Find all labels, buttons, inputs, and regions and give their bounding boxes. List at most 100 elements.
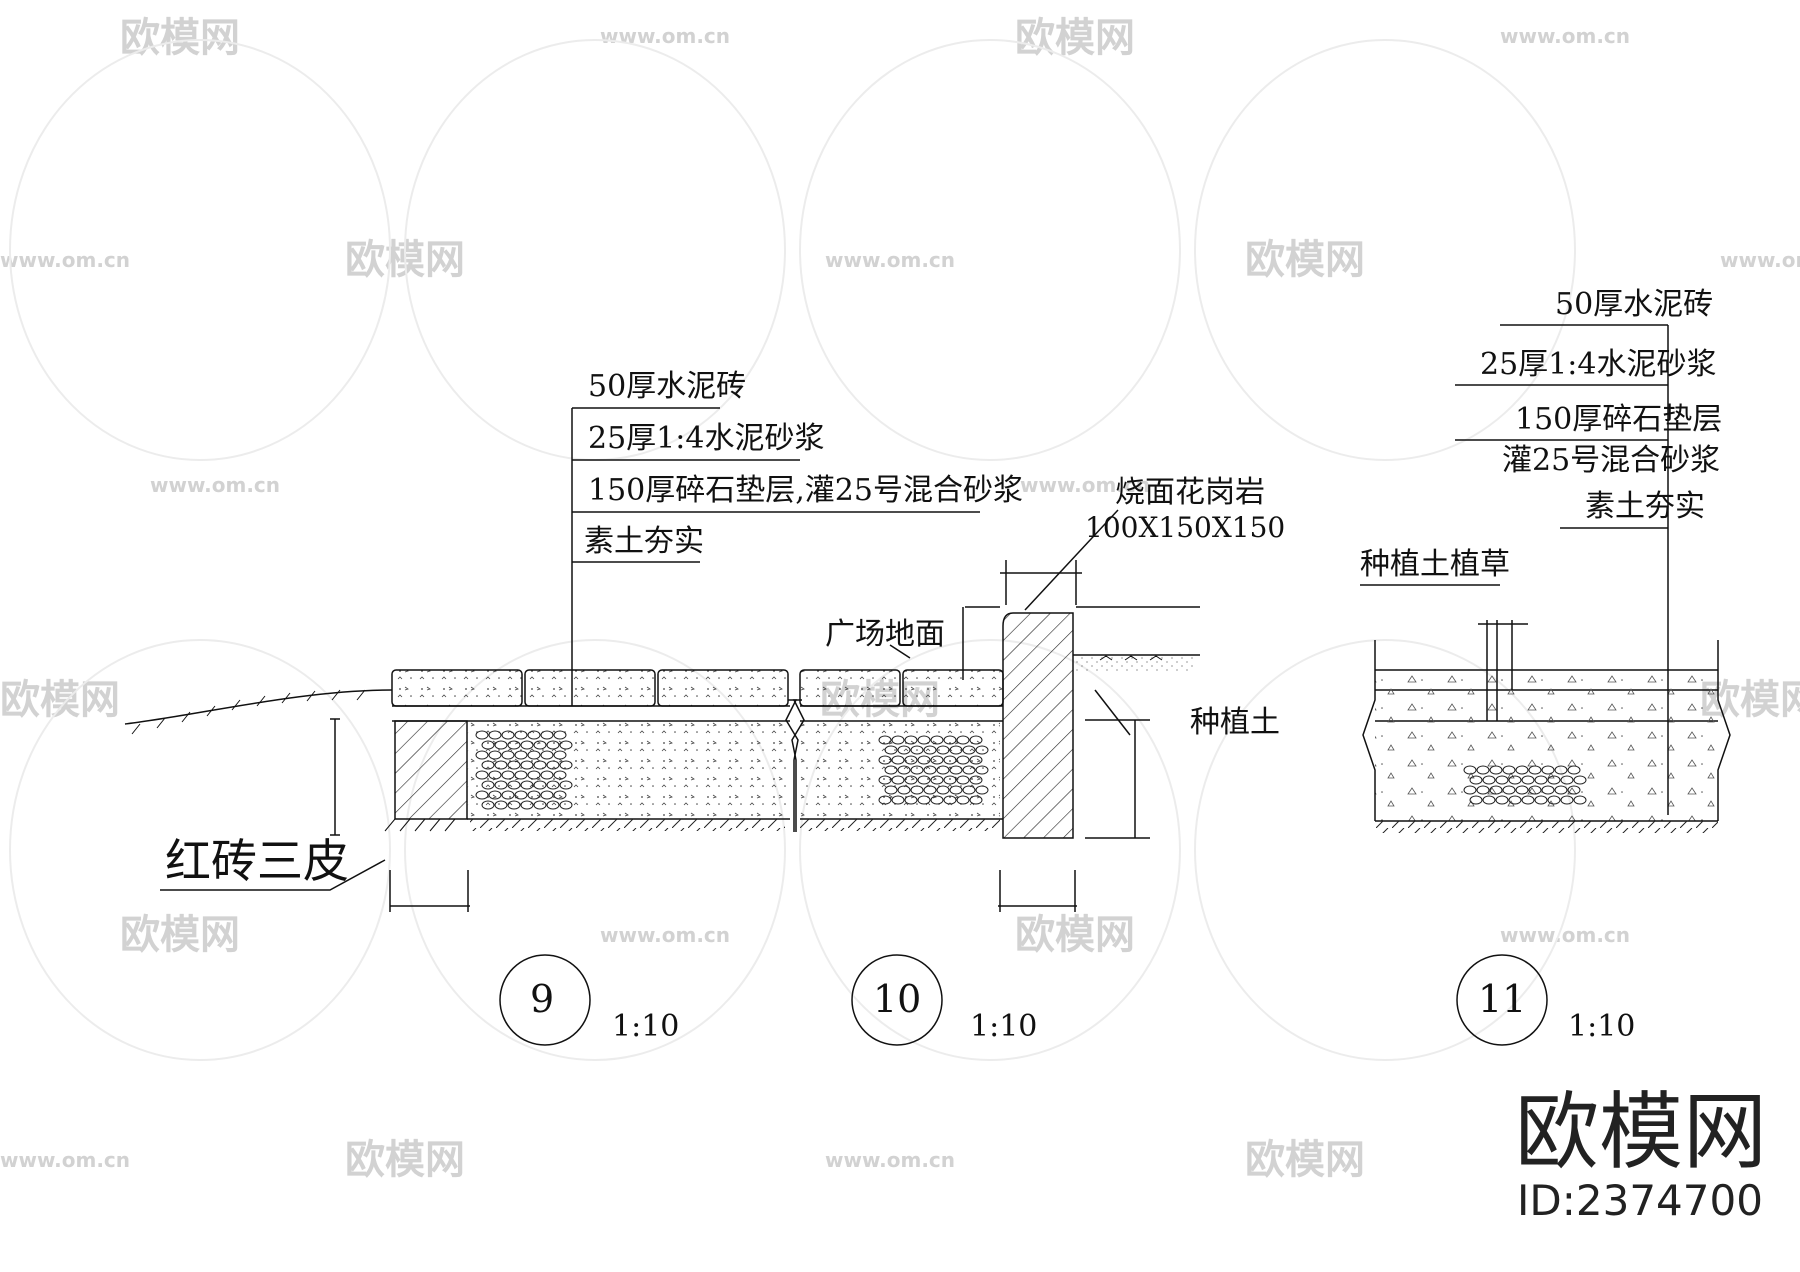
- gravel-stone: [527, 770, 541, 780]
- sec11-layer-4: 灌25号混合砂浆: [1502, 443, 1721, 478]
- gravel-stone: [917, 755, 931, 765]
- watermark-url: www.om.cn: [0, 1148, 131, 1172]
- gravel-stone: [943, 735, 957, 745]
- gravel-stone: [956, 775, 970, 785]
- sec11-layer-5: 素土夯实: [1585, 489, 1705, 524]
- sec11-layer-2: 25厚1:4水泥砂浆: [1480, 347, 1717, 382]
- gravel-stone: [559, 760, 573, 770]
- gravel-stone: [514, 770, 528, 780]
- sec10-curb-size: 100X150X150: [1085, 511, 1286, 544]
- gravel-stone: [501, 790, 515, 800]
- gravel-stone: [904, 775, 918, 785]
- gravel-stone: [481, 780, 495, 790]
- watermark-url: www.om.cn: [0, 248, 131, 272]
- gravel-stone: [904, 735, 918, 745]
- gravel-stone: [475, 770, 489, 780]
- gravel-stone: [1482, 775, 1496, 785]
- gravel-stone: [891, 795, 905, 805]
- gravel-stone: [884, 765, 898, 775]
- watermark-ovals: [9, 39, 1576, 1061]
- gravel-stone: [540, 730, 554, 740]
- gravel-stone: [533, 760, 547, 770]
- gravel-stone: [546, 740, 560, 750]
- gravel-stone: [1495, 775, 1509, 785]
- gravel-stone: [1482, 795, 1496, 805]
- footer-id: ID:2374700: [1517, 1176, 1763, 1225]
- watermark-url: www.om.cn: [150, 473, 281, 497]
- gravel-stone: [969, 735, 983, 745]
- gravel-stone: [501, 770, 515, 780]
- gravel-stone: [527, 730, 541, 740]
- gravel-stone: [1573, 775, 1587, 785]
- gravel-stone: [520, 780, 534, 790]
- gravel-stone: [917, 775, 931, 785]
- gravel-stone: [475, 790, 489, 800]
- gravel-stone: [956, 735, 970, 745]
- gravel-stone: [962, 785, 976, 795]
- gravel-stone: [514, 730, 528, 740]
- watermark-url: www.om.cn: [1720, 248, 1800, 272]
- gravel-stone: [930, 795, 944, 805]
- gravel-stone: [897, 745, 911, 755]
- sec10-scale: 1:10: [970, 1009, 1038, 1044]
- sec10-curb-label: 烧面花岗岩: [1115, 475, 1265, 510]
- gravel-stone: [540, 770, 554, 780]
- gravel-stone: [969, 775, 983, 785]
- watermark-brand: 欧模网: [0, 677, 120, 723]
- gravel-stone: [930, 755, 944, 765]
- gravel-stone: [910, 745, 924, 755]
- gravel-stone: [917, 795, 931, 805]
- gravel-stone: [956, 795, 970, 805]
- gravel-stone: [956, 755, 970, 765]
- gravel-stone: [1463, 765, 1477, 775]
- gravel-sec10: [878, 735, 989, 805]
- sec10-plaza-label: 广场地面: [825, 617, 945, 652]
- gravel-stone: [969, 755, 983, 765]
- gravel-stone: [897, 765, 911, 775]
- watermark-url: www.om.cn: [600, 24, 731, 48]
- gravel-sec9: [475, 730, 573, 810]
- gravel-stone: [533, 800, 547, 810]
- gravel-stone: [1560, 775, 1574, 785]
- gravel-stone: [1469, 795, 1483, 805]
- sec10-number: 10: [873, 977, 922, 1021]
- sec9-side-label: 红砖三皮: [165, 834, 349, 888]
- gravel-stone: [481, 800, 495, 810]
- sec11-plant-label: 种植土植草: [1360, 547, 1510, 582]
- gravel-stone: [943, 755, 957, 765]
- gravel-stone: [553, 790, 567, 800]
- gravel-stone: [878, 795, 892, 805]
- gravel-stone: [904, 795, 918, 805]
- gravel-stone: [520, 740, 534, 750]
- gravel-stone: [904, 755, 918, 765]
- watermark-url: www.om.cn: [1500, 24, 1631, 48]
- gravel-stone: [533, 740, 547, 750]
- gravel-stone: [1567, 765, 1581, 775]
- gravel-stone: [1521, 775, 1535, 785]
- sec11-number: 11: [1478, 977, 1527, 1021]
- gravel-stone: [1534, 795, 1548, 805]
- gravel-stone: [475, 750, 489, 760]
- gravel-stone: [514, 790, 528, 800]
- gravel-stone: [949, 765, 963, 775]
- gravel-stone: [1547, 795, 1561, 805]
- gravel-stone: [923, 785, 937, 795]
- watermark-brand: 欧模网: [120, 912, 240, 958]
- watermark-url: www.om.cn: [600, 923, 731, 947]
- sec9-number: 9: [530, 977, 555, 1021]
- gravel-stone: [923, 765, 937, 775]
- gravel-stone: [1469, 775, 1483, 785]
- section-9-drawing: [124, 407, 980, 1046]
- section-11-drawing: [1360, 324, 1731, 1046]
- gravel-stone: [507, 780, 521, 790]
- gravel-stone: [507, 800, 521, 810]
- gravel-stone: [910, 765, 924, 775]
- gravel-stone: [1476, 765, 1490, 775]
- gravel-stone: [494, 740, 508, 750]
- gravel-stone: [943, 795, 957, 805]
- gravel-stone: [527, 790, 541, 800]
- gravel-stone: [930, 735, 944, 745]
- gravel-stone: [891, 755, 905, 765]
- gravel-stone: [553, 770, 567, 780]
- gravel-stone: [1502, 785, 1516, 795]
